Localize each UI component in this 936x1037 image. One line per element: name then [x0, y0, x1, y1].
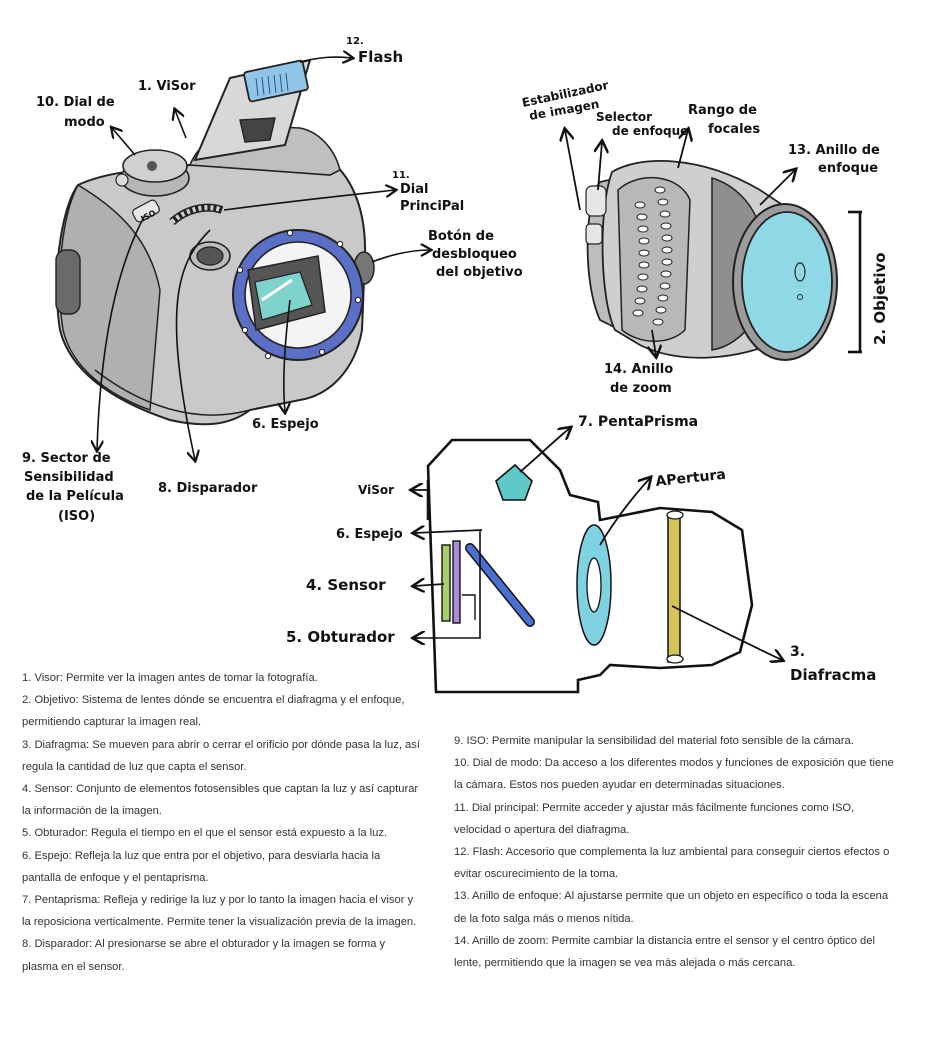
label-anillo-zoom-2: de zoom	[610, 381, 672, 396]
shutter-button	[189, 241, 231, 271]
description-item: 6. Espejo: Refleja la luz que entra por …	[22, 849, 381, 884]
lens-mount	[232, 229, 364, 361]
label-anillo-enfoque-1: 13. Anillo de	[788, 143, 880, 158]
descriptions-left-column: 1. Visor: Permite ver la imagen antes de…	[22, 667, 422, 978]
label-iso-2: Sensibilidad	[24, 470, 114, 485]
description-item: 10. Dial de modo: Da acceso a los difere…	[454, 757, 894, 792]
label-espejo-section: 6. Espejo	[336, 527, 403, 542]
description-item: 5. Obturador: Regula el tiempo en el que…	[22, 827, 388, 840]
label-dial-modo-2: modo	[64, 115, 105, 130]
label-rango-2: focales	[708, 122, 760, 137]
label-boton-2: desbloqueo	[432, 247, 517, 262]
label-boton-3: del objetivo	[436, 265, 523, 280]
label-visor-section: ViSor	[358, 483, 394, 497]
label-dial-principal-num: 11.	[392, 170, 410, 181]
label-objetivo: 2. Objetivo	[871, 252, 889, 345]
label-rango-1: Rango de	[688, 103, 757, 118]
main-dial	[169, 203, 224, 226]
flash-window	[243, 59, 309, 103]
description-item: 3. Diafragma: Se mueven para abrir o cer…	[22, 738, 420, 773]
description-item: 11. Dial principal: Permite acceder y aj…	[454, 801, 855, 836]
label-iso-1: 9. Sector de	[22, 451, 111, 466]
label-disparador: 8. Disparador	[158, 481, 258, 496]
label-sensor: 4. Sensor	[306, 576, 386, 594]
label-diafragma-num: 3.	[790, 644, 805, 660]
label-iso-3: de la Película	[26, 489, 124, 504]
mode-dial	[115, 149, 190, 197]
camera-body-illustration: ISO	[55, 58, 375, 426]
description-item: 1. Visor: Permite ver la imagen antes de…	[22, 672, 318, 684]
label-dial-modo-1: 10. Dial de	[36, 95, 115, 110]
label-pentaprisma: 7. PentaPrisma	[578, 414, 698, 430]
zoom-ring-grip	[632, 186, 673, 326]
description-item: 14. Anillo de zoom: Permite cambiar la d…	[454, 934, 875, 970]
label-flash: Flash	[358, 48, 403, 66]
description-item: 4. Sensor: Conjunto de elementos fotosen…	[22, 783, 419, 818]
label-selector-2: de enfoque	[612, 124, 688, 138]
description-item: 13. Anillo de enfoque: Al ajustarse perm…	[454, 890, 889, 925]
label-anillo-zoom-1: 14. Anillo	[604, 362, 673, 377]
label-iso-4: (ISO)	[58, 509, 95, 524]
label-diafragma: Diafracma	[790, 666, 876, 684]
label-anillo-enfoque-2: enfoque	[818, 161, 878, 176]
label-flash-num: 12.	[346, 36, 364, 47]
label-obturador: 5. Obturador	[286, 628, 395, 646]
label-apertura: APertura	[655, 467, 727, 490]
label-boton-1: Botón de	[428, 229, 494, 244]
front-lens	[732, 203, 838, 361]
lens-illustration	[585, 160, 838, 361]
description-item: 8. Disparador: Al presionarse se abre el…	[22, 938, 386, 973]
description-item: 9. ISO: Permite manipular la sensibilida…	[454, 735, 854, 747]
label-dial-principal-1: Dial	[400, 182, 428, 197]
label-selector-1: Selector	[596, 110, 652, 124]
description-item: 12. Flash: Accesorio que complementa la …	[454, 846, 890, 881]
cross-section-illustration	[420, 438, 754, 694]
descriptions-right-column: 9. ISO: Permite manipular la sensibilida…	[454, 730, 894, 974]
description-item: 2. Objetivo: Sistema de lentes dónde se …	[22, 694, 405, 729]
label-espejo-top: 6. Espejo	[252, 417, 319, 432]
label-visor: 1. ViSor	[138, 79, 196, 94]
description-item: 7. Pentaprisma: Refleja y redirige la lu…	[22, 894, 417, 929]
label-dial-principal-2: PrinciPal	[400, 199, 464, 214]
